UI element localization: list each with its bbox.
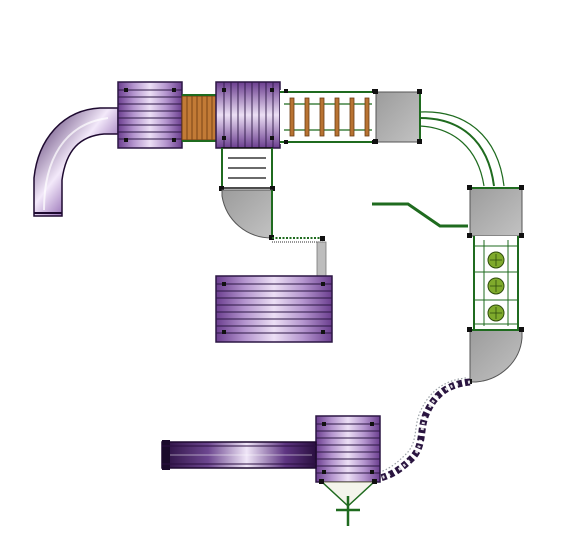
tire-crawl-walkway [379,377,471,482]
tower-deck-center [215,81,281,149]
ladder-steps [219,147,275,191]
corner-platform-right-bottom [467,327,524,384]
curved-rail-walkway [419,111,505,187]
deck-bottom [315,415,381,483]
platform-right [467,185,524,238]
tube-slide-curved [33,107,119,217]
square-deck-left [117,81,183,149]
panel-bridge [473,236,519,330]
wood-bridge [181,94,217,142]
green-rail-arm [372,202,468,228]
chain-walkway [272,236,327,277]
platform-top-right [373,89,422,144]
rung-bridge [280,89,376,144]
wave-slide [161,440,317,470]
loose-deck-bottom [215,275,333,343]
corner-platform-mid-left [221,189,274,240]
swing-tripod [319,479,377,526]
